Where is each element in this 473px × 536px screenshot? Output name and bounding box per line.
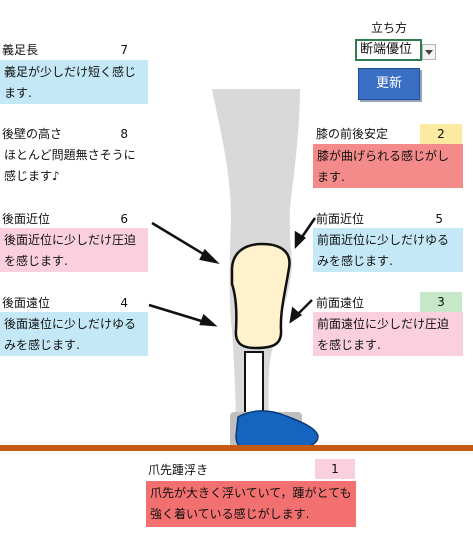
pylon [244,351,264,415]
posterior-proximal-comment: 後面近位に少しだけ圧迫を感じます. [0,228,148,272]
posterior-proximal-title: 後面近位 [2,212,51,226]
back-wall-height-title: 後壁の高さ [2,127,63,141]
chevron-down-icon[interactable] [422,44,436,60]
prosthesis-length-value: 7 [120,43,128,57]
toe-heel-lift-value: 1 [315,459,355,479]
prosthesis-length-title: 義足長 [2,43,39,57]
knee-stability-comment: 膝が曲げられる感じがします. [313,144,463,188]
back-wall-height-value: 8 [120,127,128,141]
anterior-proximal-title: 前面近位 [316,212,365,226]
back-wall-height-comment: ほとんど問題無さそうに感じます♪ [0,143,148,187]
socket [230,242,291,350]
anterior-distal-title: 前面遠位 [316,296,365,310]
anterior-distal-value: 3 [420,292,462,312]
update-button[interactable]: 更新 [358,68,420,100]
knee-stability-title: 膝の前後安定 [316,127,389,141]
stance-label: 立ち方 [371,21,408,35]
shoe [235,410,319,448]
toe-heel-lift-comment: 爪先が大きく浮いていて，踵がとても強く着いている感じがします. [146,481,356,527]
stance-select[interactable]: 断端優位 [355,39,422,61]
floor-line [0,445,473,451]
anterior-proximal-value: 5 [435,212,443,226]
prosthesis-length-comment: 義足が少しだけ短く感じます. [0,60,148,104]
toe-heel-lift-title: 爪先踵浮き [148,463,209,477]
posterior-distal-value: 4 [120,296,128,310]
anterior-distal-comment: 前面遠位に少しだけ圧迫を感じます. [313,312,463,356]
anterior-proximal-comment: 前面近位に少しだけゆるみを感じます. [313,228,463,272]
posterior-distal-comment: 後面遠位に少しだけゆるみを感じます. [0,312,148,356]
pressure-arrows [148,217,317,327]
posterior-distal-title: 後面遠位 [2,296,51,310]
posterior-proximal-value: 6 [120,212,128,226]
knee-stability-value: 2 [420,124,462,144]
